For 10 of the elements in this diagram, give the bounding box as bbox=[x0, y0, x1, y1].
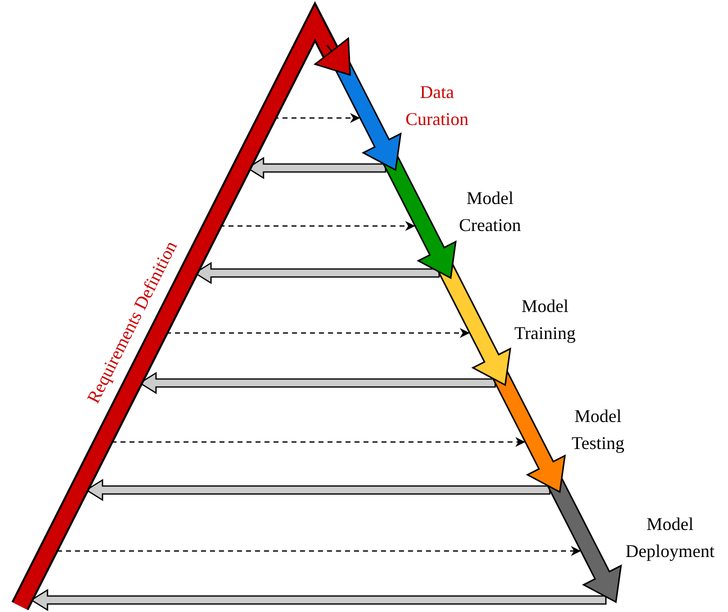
stage-label: Model Testing bbox=[572, 406, 624, 453]
dashed-arrow bbox=[112, 437, 526, 447]
block-arrow bbox=[30, 588, 607, 612]
stage-label: Model Training bbox=[514, 296, 576, 343]
stage-label: Data Curation bbox=[406, 82, 468, 129]
dashed-arrow bbox=[166, 328, 470, 338]
stage-label: Model Creation bbox=[459, 188, 521, 235]
dashed-arrow bbox=[220, 221, 416, 231]
stage-label: Model Deployment bbox=[626, 514, 714, 561]
dashed-arrow bbox=[57, 546, 581, 556]
